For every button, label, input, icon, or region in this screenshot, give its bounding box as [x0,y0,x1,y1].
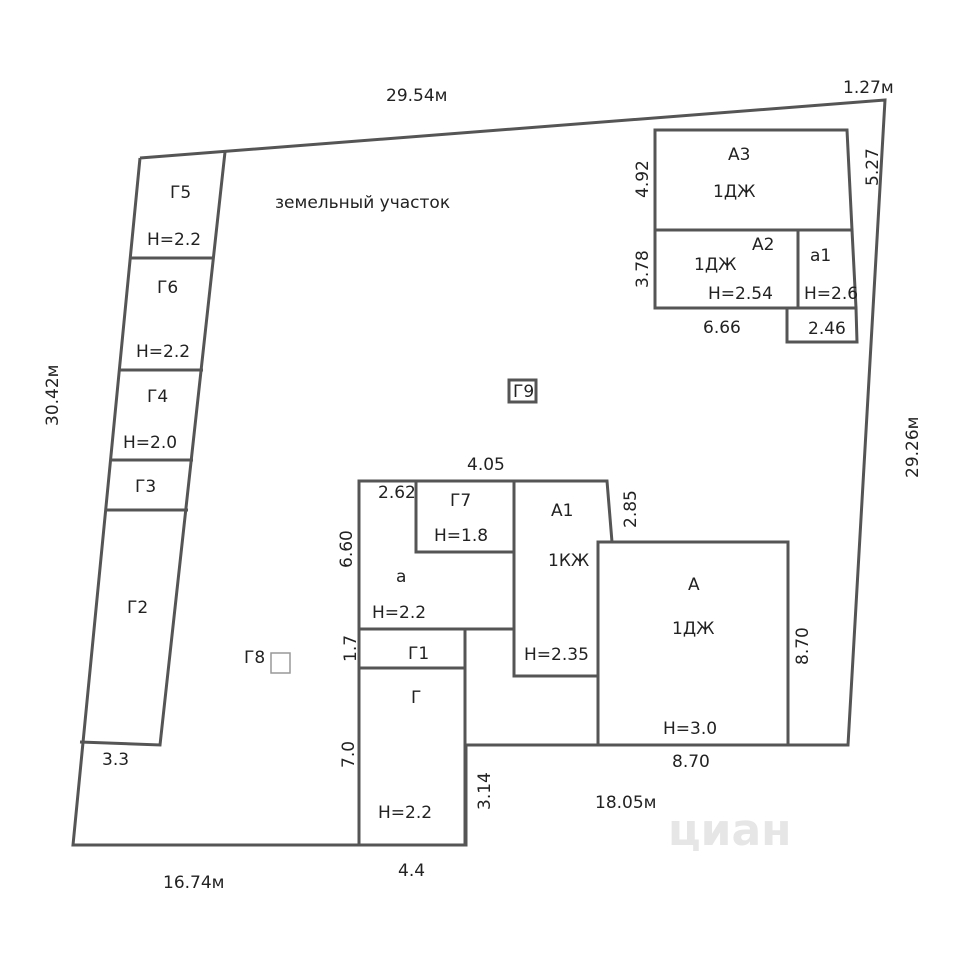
dim-262: 2.62 [378,483,416,503]
A-height: Н=3.0 [663,719,717,739]
a1-small-label: а1 [810,246,831,266]
a3-type: 1ДЖ [713,182,755,202]
dim-70: 7.0 [339,741,359,768]
g9-marker [507,378,538,404]
dim-492: 4.92 [633,160,653,198]
dim-870-horizontal: 8.70 [672,752,710,772]
g8-marker [270,652,291,674]
a1-type: 1КЖ [548,551,589,571]
a1-small-height: Н=2.6 [804,284,858,304]
dim-246: 2.46 [808,319,846,339]
A-type: 1ДЖ [672,619,714,639]
north-building [653,128,859,344]
a-label: а [396,567,406,587]
parcel-label: земельный участок [275,193,450,213]
g2-label: Г2 [127,598,148,618]
watermark: циан [668,805,792,856]
dim-405: 4.05 [467,455,505,475]
a1-height: Н=2.35 [524,645,589,665]
a2-type: 1ДЖ [694,255,736,275]
dim-right: 29.26м [903,417,923,479]
dim-314: 3.14 [475,772,495,810]
a-height: Н=2.2 [372,603,426,623]
dim-666: 6.66 [703,318,741,338]
garage-strip [79,151,227,747]
a2-height: Н=2.54 [708,284,773,304]
g6-height: Н=2.2 [136,342,190,362]
g5-label: Г5 [170,183,191,203]
g6-label: Г6 [157,278,178,298]
a2-label: А2 [752,235,774,255]
A-label: А [688,575,700,595]
a1-label: А1 [551,501,573,521]
dim-bottom-left: 16.74м [163,873,225,893]
g8-label: Г8 [244,648,265,668]
dim-top-right: 1.27м [843,78,894,98]
dim-top: 29.54м [386,86,448,106]
dim-44: 4.4 [398,861,425,881]
dim-660: 6.60 [337,530,357,568]
dim-17: 1.7 [341,635,361,662]
g1-label: Г1 [408,644,429,664]
dim-strip: 3.3 [102,750,129,770]
g7-height: Н=1.8 [434,526,488,546]
dim-870-vertical: 8.70 [793,627,813,665]
dim-285: 2.85 [621,490,641,528]
dim-527: 5.27 [863,148,883,186]
g7-label: Г7 [450,491,471,511]
g4-label: Г4 [147,387,168,407]
g5-height: Н=2.2 [147,230,201,250]
g4-height: Н=2.0 [123,433,177,453]
dim-bottom-right: 18.05м [595,793,657,813]
g-height: Н=2.2 [378,803,432,823]
g9-label: Г9 [513,382,534,402]
dim-left: 30.42м [43,365,63,427]
dim-378: 3.78 [633,250,653,288]
a3-label: А3 [728,145,750,165]
g3-label: Г3 [135,477,156,497]
main-building [357,479,790,847]
g-label: Г [411,688,421,708]
